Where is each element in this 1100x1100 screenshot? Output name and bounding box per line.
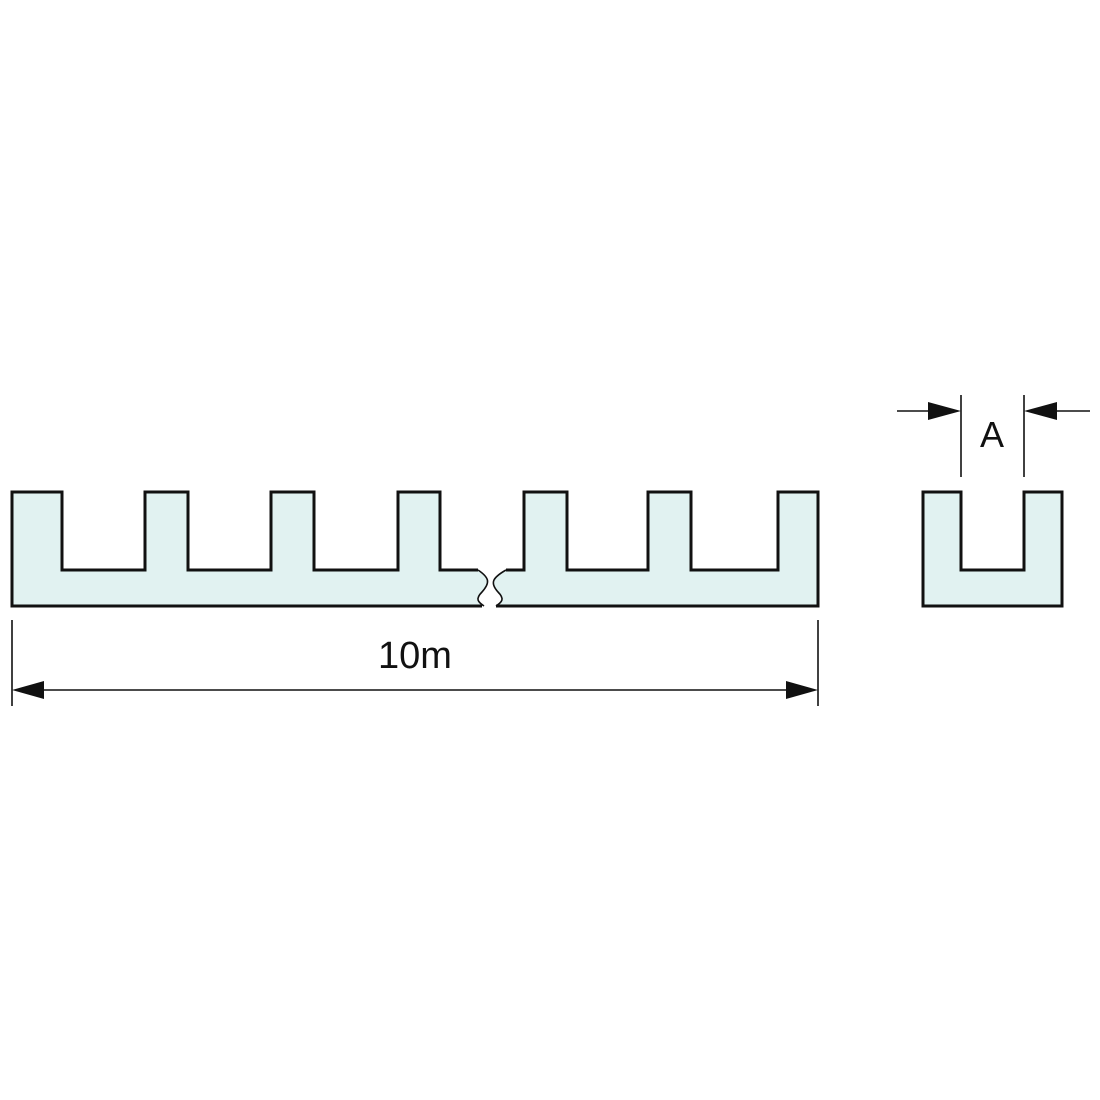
comb-strip-left-segment bbox=[10, 490, 489, 608]
break-line-right bbox=[492, 569, 507, 607]
length-dimension: 10m bbox=[11, 620, 819, 706]
arrowhead-a-left bbox=[928, 402, 961, 420]
width-label: A bbox=[980, 414, 1004, 455]
arrowhead-right bbox=[786, 681, 818, 699]
end-profile-u bbox=[921, 490, 1064, 608]
arrowhead-a-right bbox=[1024, 402, 1057, 420]
arrowhead-left bbox=[12, 681, 44, 699]
break-line-left bbox=[477, 569, 489, 607]
width-dimension: A bbox=[897, 395, 1090, 477]
comb-strip-right-segment bbox=[492, 490, 820, 608]
length-label: 10m bbox=[378, 635, 452, 677]
